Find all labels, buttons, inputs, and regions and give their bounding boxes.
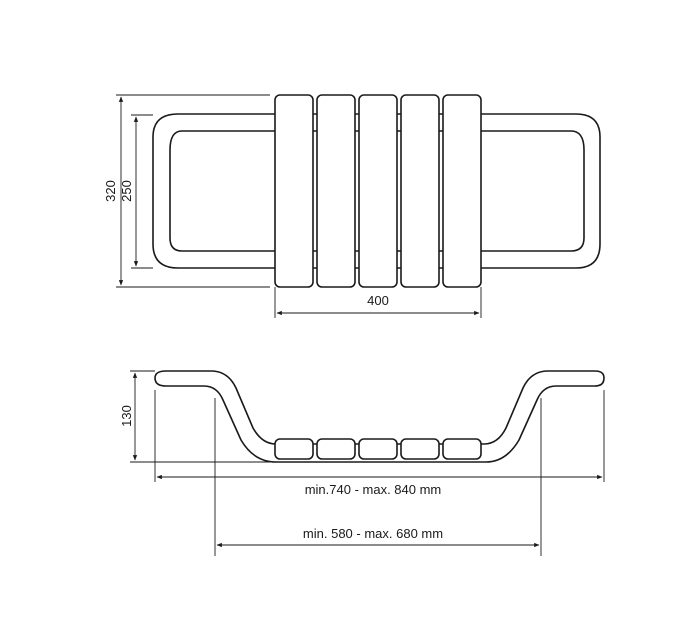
dimension-overall-length: min.740 - max. 840 mm: [154, 390, 605, 497]
dimension-seat-width: 400: [274, 287, 482, 318]
dimension-label-250: 250: [119, 180, 134, 202]
dimension-inner-height: 250: [119, 114, 153, 269]
seat-segment: [274, 438, 314, 460]
seat-slat: [358, 94, 398, 288]
side-seat-segments: [274, 438, 482, 460]
dimension-label-support-span: min. 580 - max. 680 mm: [303, 526, 443, 541]
seat-slat: [274, 94, 314, 288]
seat-segment: [358, 438, 398, 460]
dimension-side-height: 130: [119, 370, 270, 463]
seat-segment: [442, 438, 482, 460]
seat-slat: [316, 94, 356, 288]
seat-slats: [274, 94, 482, 288]
seat-segment: [400, 438, 440, 460]
dimension-label-130: 130: [119, 405, 134, 427]
side-view: 130 min.740 - max. 840 mm min. 580 - max…: [119, 370, 605, 556]
seat-slat: [442, 94, 482, 288]
dimension-label-overall-length: min.740 - max. 840 mm: [305, 482, 442, 497]
dimension-label-400: 400: [367, 293, 389, 308]
dimension-support-span: min. 580 - max. 680 mm: [214, 398, 542, 556]
top-view: 320 250 400: [103, 94, 601, 318]
frame-tube: [152, 113, 601, 269]
seat-slat: [400, 94, 440, 288]
dimension-label-320: 320: [103, 180, 118, 202]
dimension-outer-height: 320: [103, 94, 270, 288]
seat-segment: [316, 438, 356, 460]
